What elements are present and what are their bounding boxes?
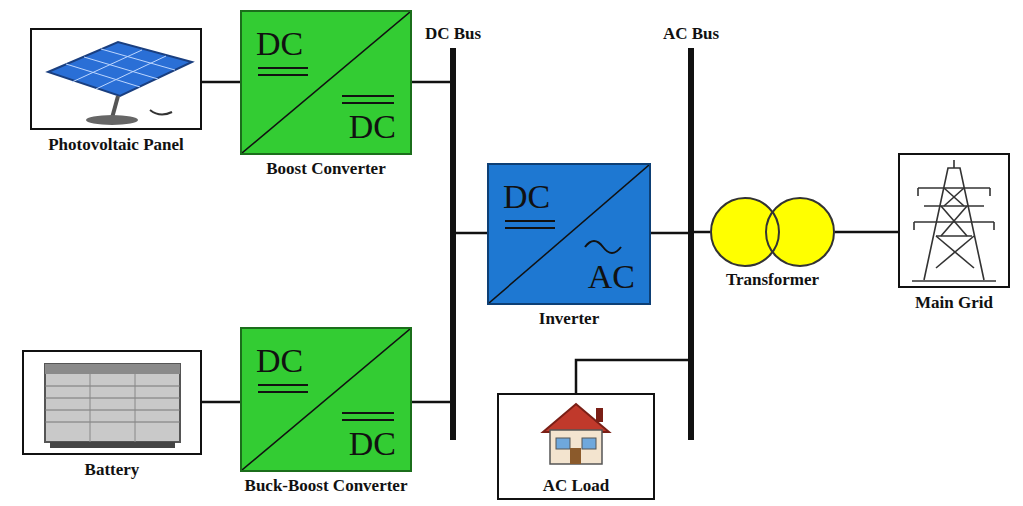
dc-bar — [342, 95, 394, 97]
connector-wire — [576, 360, 688, 393]
node-label: Inverter — [419, 309, 719, 329]
converter-diagonal — [242, 12, 410, 153]
connector-wire — [202, 401, 240, 404]
dc-bar — [505, 220, 555, 222]
node-label: Main Grid — [830, 293, 1023, 313]
converter-input-type: DC — [503, 177, 550, 217]
transformer-symbol: Transformer — [710, 197, 835, 267]
converter-diagonal — [242, 329, 410, 470]
pv-panel-picture — [48, 42, 192, 125]
battery-picture — [45, 364, 180, 448]
bus-label: AC Bus — [618, 24, 764, 44]
ac-tilde — [585, 241, 621, 253]
connector-wire — [835, 231, 898, 234]
bus-bar: AC Bus — [688, 48, 694, 440]
converter-diagonal — [489, 165, 649, 303]
connector-wire — [694, 231, 710, 234]
connector-wire — [412, 81, 450, 84]
picture-frame: Main Grid — [898, 153, 1010, 288]
picture-frame: Photovoltaic Panel — [30, 28, 202, 130]
node-label: Boost Converter — [172, 159, 480, 179]
converter-output-type: DC — [349, 424, 396, 464]
connector-wire — [202, 81, 240, 84]
dc-bar — [258, 74, 308, 76]
coil-fill — [766, 198, 834, 266]
bus-label: DC Bus — [380, 24, 526, 44]
converter-output-type: DC — [349, 107, 396, 147]
connector-wire — [456, 232, 487, 235]
dc-bar — [505, 227, 555, 229]
converter-input-type: DC — [256, 24, 303, 64]
node-label: Buck-Boost Converter — [172, 476, 480, 496]
node-label: AC Load — [429, 476, 723, 496]
picture-frame: Battery — [22, 350, 202, 455]
connector-wire — [651, 232, 688, 235]
node-label: Battery — [0, 460, 270, 480]
tower-picture — [912, 160, 996, 281]
house-picture — [543, 404, 609, 464]
converter-box: DCDCBuck-Boost Converter — [240, 327, 412, 472]
transformer-coils — [710, 197, 835, 267]
dc-bar — [258, 391, 308, 393]
dc-bar — [342, 102, 394, 104]
picture-frame: AC Load — [497, 393, 655, 500]
node-label: Photovoltaic Panel — [0, 135, 270, 155]
dc-bar — [342, 419, 394, 421]
converter-box: DCACInverter — [487, 163, 651, 305]
connector-wire — [412, 401, 450, 404]
converter-input-type: DC — [256, 341, 303, 381]
bus-bar: DC Bus — [450, 48, 456, 440]
coil-outline — [766, 198, 834, 266]
converter-box: DCDCBoost Converter — [240, 10, 412, 155]
node-label: Transformer — [640, 270, 905, 290]
dc-bar — [342, 412, 394, 414]
converter-output-type: AC — [588, 257, 635, 297]
coil-outline — [711, 198, 779, 266]
dc-bar — [258, 67, 308, 69]
dc-bar — [258, 384, 308, 386]
